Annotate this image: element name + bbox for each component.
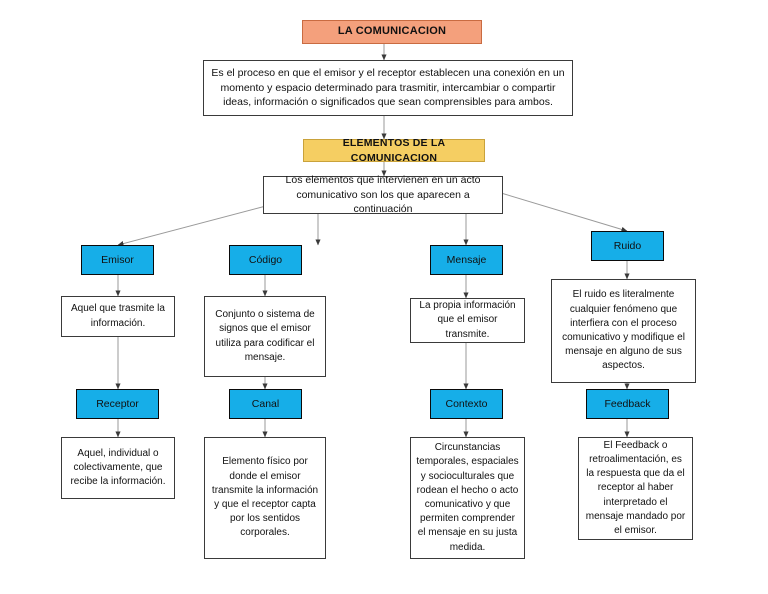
node-emisor: Emisor	[81, 245, 154, 275]
node-contexto: Contexto	[430, 389, 503, 419]
node-definition: Es el proceso en que el emisor y el rece…	[203, 60, 573, 116]
node-feedback-definition: El Feedback o retroalimentación, es la r…	[578, 437, 693, 540]
node-receptor: Receptor	[76, 389, 159, 419]
node-receptor-definition: Aquel, individual o colectivamente, que …	[61, 437, 175, 499]
node-feedback: Feedback	[586, 389, 669, 419]
connector-intro-to-emisor	[117, 205, 267, 247]
connector-intro-to-ruido	[500, 192, 628, 232]
node-contexto-definition: Circunstancias temporales, espaciales y …	[410, 437, 525, 559]
node-section-elementos: ELEMENTOS DE LA COMUNICACION	[303, 137, 485, 164]
node-emisor-definition: Aquel que trasmite la información.	[61, 296, 175, 337]
node-intro: Los elementos que intervienen en un acto…	[263, 174, 503, 215]
node-codigo: Código	[229, 245, 302, 275]
node-canal: Canal	[229, 389, 302, 419]
node-codigo-definition: Conjunto o sistema de signos que el emis…	[204, 296, 326, 377]
node-canal-definition: Elemento físico por donde el emisor tran…	[204, 437, 326, 559]
node-mensaje: Mensaje	[430, 245, 503, 275]
node-ruido: Ruido	[591, 231, 664, 261]
node-ruido-definition: El ruido es literalmente cualquier fenóm…	[551, 279, 696, 383]
node-mensaje-definition: La propia información que el emisor tran…	[410, 298, 525, 343]
node-title: LA COMUNICACION	[302, 20, 482, 44]
